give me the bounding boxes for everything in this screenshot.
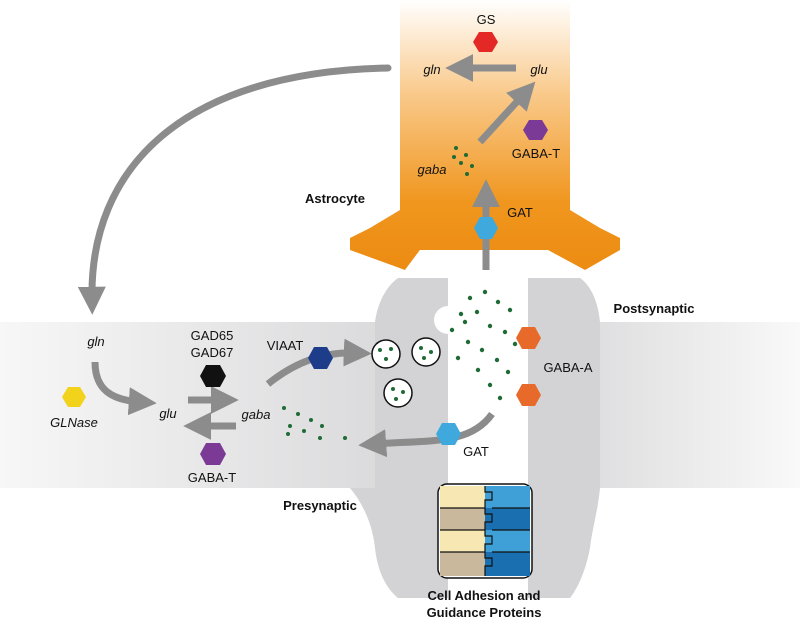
synaptic-vesicle (411, 337, 441, 367)
presynaptic-label: Presynaptic (283, 498, 357, 513)
gaba-dots-presynaptic (282, 406, 347, 440)
gad65-label: GAD65 (191, 328, 234, 343)
gat-astrocyte-label: GAT (507, 205, 533, 220)
gaba-a-receptor-icon (516, 327, 541, 349)
gaba-a-receptor-icon (516, 384, 541, 406)
gaba-to-glu-arrow (477, 81, 536, 145)
gaba-t-astrocyte-label: GABA-T (512, 146, 560, 161)
gaba-dots-cleft (449, 289, 518, 401)
gln-to-glu-arrow (91, 361, 157, 416)
gs-label: GS (477, 12, 496, 27)
gat-presynaptic-label: GAT (463, 444, 489, 459)
glu-presynaptic-label: glu (159, 406, 176, 421)
gaba-t-presynaptic-label: GABA-T (188, 470, 236, 485)
gaba-presynaptic-label: gaba (242, 407, 271, 422)
fusing-vesicle (434, 306, 448, 334)
gat-presynaptic-icon (436, 423, 461, 445)
postsynaptic-terminal (528, 278, 600, 598)
glnase-label: GLNase (50, 415, 98, 430)
viaat-transporter-icon (308, 347, 333, 369)
synaptic-vesicle (383, 378, 413, 408)
gln-presynaptic-label: gln (87, 334, 104, 349)
gs-enzyme-icon (473, 32, 498, 52)
gaba-astrocyte-label: gaba (418, 162, 447, 177)
glu-astrocyte-label: glu (530, 62, 547, 77)
gln-transfer-arrow (77, 64, 392, 315)
viaat-label: VIAAT (267, 338, 304, 353)
astrocyte-label: Astrocyte (305, 191, 365, 206)
gad67-label: GAD67 (191, 345, 234, 360)
synaptic-vesicle (371, 339, 401, 369)
gad-enzyme-icon (200, 365, 226, 387)
postsynaptic-label: Postsynaptic (614, 301, 695, 316)
glnase-enzyme-icon (62, 387, 86, 407)
gaba-t-astrocyte-icon (523, 120, 548, 140)
gaba-t-presynaptic-icon (200, 443, 226, 465)
adhesion-label-line1: Cell Adhesion and (428, 588, 541, 603)
cell-adhesion-proteins-icon (437, 483, 533, 579)
adhesion-label-line2: Guidance Proteins (427, 605, 542, 620)
gln-astrocyte-label: gln (423, 62, 440, 77)
gaba-dots-astrocyte (452, 146, 474, 176)
gaba-a-label: GABA-A (543, 360, 592, 375)
gat-astrocyte-icon (474, 217, 498, 239)
